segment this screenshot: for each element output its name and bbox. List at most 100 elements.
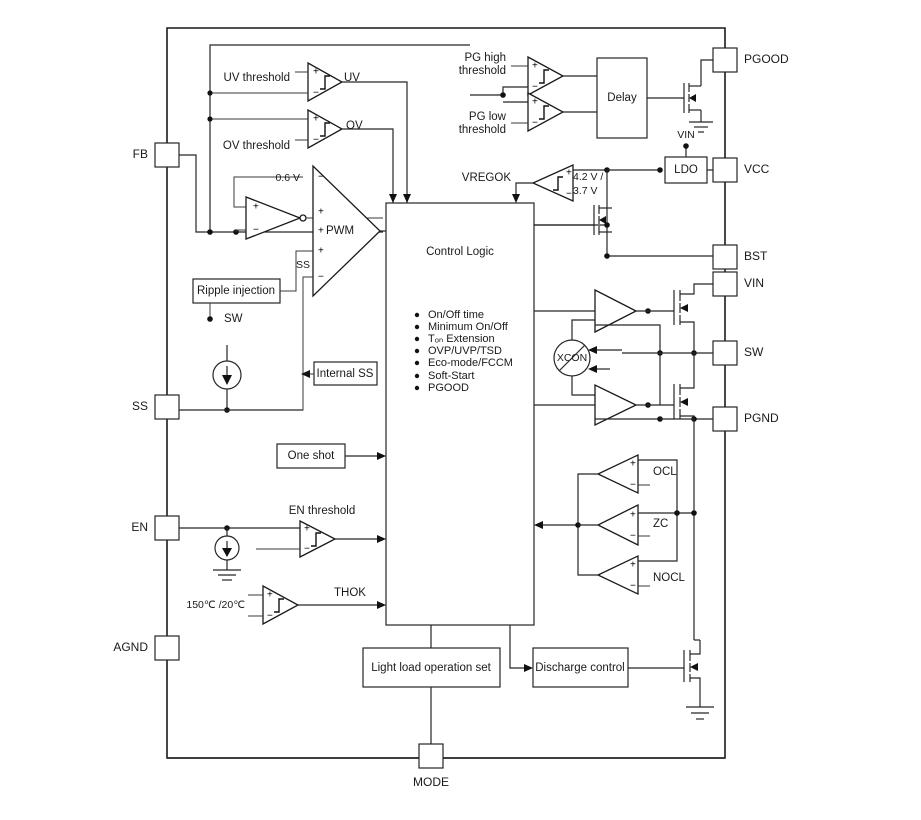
bst-rail-node <box>604 253 610 259</box>
pg-low-hysteresis-icon <box>539 105 549 120</box>
pg-low-comparator[interactable] <box>527 91 565 133</box>
thok-label: THOK <box>334 587 366 599</box>
thermal-comparator[interactable] <box>262 584 300 626</box>
en-threshold-comparator[interactable] <box>299 519 337 559</box>
pg-low-threshold-label-1: PG low <box>469 111 507 123</box>
pg-low-plus-sign: + <box>532 97 538 108</box>
control-logic-block[interactable] <box>385 202 535 626</box>
pin-box-en[interactable] <box>154 515 180 541</box>
vregok-to-control-logic <box>515 182 533 197</box>
vreg-level-label-1: 4.2 V / <box>573 171 603 183</box>
xcon-label: XCON <box>557 352 587 364</box>
xcon-slash <box>558 344 586 372</box>
uv-minus-sign: − <box>313 88 319 99</box>
bullet-marker <box>414 324 420 330</box>
pin-box-vcc[interactable] <box>712 157 738 183</box>
comparator-bus-arrow <box>534 521 543 529</box>
en-source-arrowhead <box>222 548 232 557</box>
pgood-mos-drain-to-pin <box>700 59 713 86</box>
pin-box-vin[interactable] <box>712 271 738 297</box>
vregok-comparator[interactable] <box>531 163 574 203</box>
ripple-injection-block[interactable] <box>192 278 281 304</box>
pin-box-sw[interactable] <box>712 340 738 366</box>
pg-low-minus-sign: − <box>532 118 538 129</box>
pin-label-bst: BST <box>744 249 768 263</box>
internal-ss-label: Internal SS <box>317 368 374 380</box>
ov-minus-sign: − <box>313 135 319 146</box>
zc-minus-sign: − <box>630 531 636 542</box>
pin-box-pgood[interactable] <box>712 47 738 73</box>
zc-label: ZC <box>653 518 668 530</box>
ea-output-node <box>299 214 307 222</box>
fb-junction-uv <box>207 90 213 96</box>
pg-high-minus-sign: − <box>532 82 538 93</box>
zc-plus-sign: + <box>630 510 636 521</box>
uv-arrow <box>403 194 411 203</box>
ripple-to-pwm-wire <box>280 250 313 292</box>
ov-threshold-label: OV threshold <box>223 140 290 152</box>
control-logic-bullet-5: Soft-Start <box>428 370 474 382</box>
pin-box-agnd[interactable] <box>154 635 180 661</box>
ripple-injection-label: Ripple injection <box>197 285 275 297</box>
bullet-marker <box>414 360 420 366</box>
uv-output-wire <box>342 81 408 203</box>
pin-box-mode[interactable] <box>418 743 444 769</box>
ldo-out-node <box>657 167 663 173</box>
pg-high-hysteresis-icon <box>539 69 549 84</box>
pgood-mos-body-arrow <box>689 94 696 102</box>
pg-high-threshold-label-2: threshold <box>459 65 506 77</box>
ov-output-wire <box>342 128 394 203</box>
en-plus-sign: + <box>304 524 310 535</box>
ea-plus-sign: + <box>253 202 259 213</box>
zc-comparator[interactable] <box>596 503 639 547</box>
error-amplifier[interactable] <box>245 196 302 240</box>
one-shot-arrow <box>377 452 386 460</box>
pg-low-threshold-label-2: threshold <box>459 124 506 136</box>
hs-power-mos-source <box>680 321 695 353</box>
pin-box-pgnd[interactable] <box>712 406 738 432</box>
sw-tap-dot <box>207 316 213 322</box>
ov-hysteresis-icon <box>320 122 330 137</box>
nocl-plus-sign: + <box>630 560 636 571</box>
internal-ss-arrow <box>301 370 310 378</box>
one-shot-block[interactable] <box>276 443 346 469</box>
xcon-to-hs-wire <box>571 319 595 340</box>
pin-label-pgnd: PGND <box>744 411 779 425</box>
pwm-comparator[interactable] <box>312 164 381 298</box>
nocl-comparator[interactable] <box>596 554 639 596</box>
ls-power-mos-drain <box>680 353 695 389</box>
zc-sense-node <box>674 510 680 516</box>
bullet-marker <box>414 336 420 342</box>
ea-noninv-wire <box>233 176 303 208</box>
nocl-sense-wire <box>638 525 678 562</box>
vregok-arrow <box>512 194 520 203</box>
ov-output-label: OV <box>346 120 363 132</box>
pwm-input-plus-1: + <box>318 207 324 218</box>
thermal-plus-sign: + <box>267 590 273 601</box>
fb-sense-rail <box>209 44 470 232</box>
control-logic-bullet-6: PGOOD <box>428 382 469 394</box>
pg-high-threshold-label-1: PG high <box>464 52 506 64</box>
delay-block[interactable] <box>596 57 648 139</box>
one-shot-label: One shot <box>288 450 335 462</box>
discharge-control-block[interactable] <box>532 647 629 688</box>
pin-label-sw: SW <box>744 345 764 359</box>
pin-box-fb[interactable] <box>154 142 180 168</box>
thok-arrow <box>377 601 386 609</box>
high-side-gate-driver[interactable] <box>594 288 638 334</box>
pg-sense-node <box>500 92 506 98</box>
discharge-control-label: Discharge control <box>535 662 624 674</box>
vregok-plus-sign: + <box>566 168 572 179</box>
pg-high-comparator[interactable] <box>527 55 565 97</box>
ea-minus-sign: − <box>253 225 259 236</box>
ocl-comparator[interactable] <box>596 453 639 495</box>
thermal-hysteresis-icon <box>274 598 284 613</box>
pin-box-bst[interactable] <box>712 244 738 270</box>
pwm-input-plus-3: + <box>318 246 324 257</box>
ov-arrow <box>389 194 397 203</box>
uv-plus-sign: + <box>313 67 319 78</box>
fb-pin-wire <box>179 154 383 233</box>
pin-box-ss[interactable] <box>154 394 180 420</box>
hs-driver-fb-wire <box>595 324 661 353</box>
